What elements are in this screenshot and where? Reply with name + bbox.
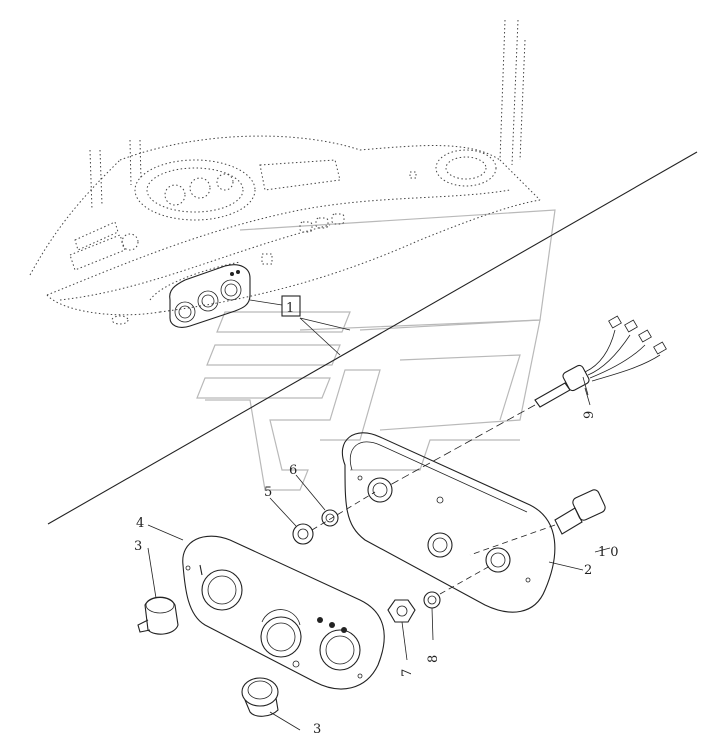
callout-3-left: 3 [134,539,142,554]
callout-3-bottom: 3 [313,722,321,737]
callout-2: 2 [584,563,592,578]
nut-5 [292,523,314,545]
rear-plate [341,432,556,613]
dashboard-outline [29,19,541,325]
washer-8 [423,591,441,609]
callout-9: 9 [582,411,597,419]
callout-4: 4 [136,516,144,531]
front-plate [182,535,385,690]
callout-5: 5 [264,485,272,500]
callout-8: 8 [426,655,441,663]
harness-switch [534,315,667,408]
callout-1: 1 [286,301,294,316]
knob-3-left [137,596,179,635]
watermark-logo [196,209,556,491]
pin-switch [469,489,606,556]
callout-7: 7 [400,669,415,677]
callout-box-1 [281,295,301,317]
callout-6: 6 [289,463,297,478]
washer-6 [321,509,339,527]
section-divider-line [47,151,698,525]
knob-3-bottom [241,677,279,717]
callout-10: 10 [598,545,623,560]
dashboard-switch-panel [169,264,251,328]
nut-7 [387,599,416,623]
